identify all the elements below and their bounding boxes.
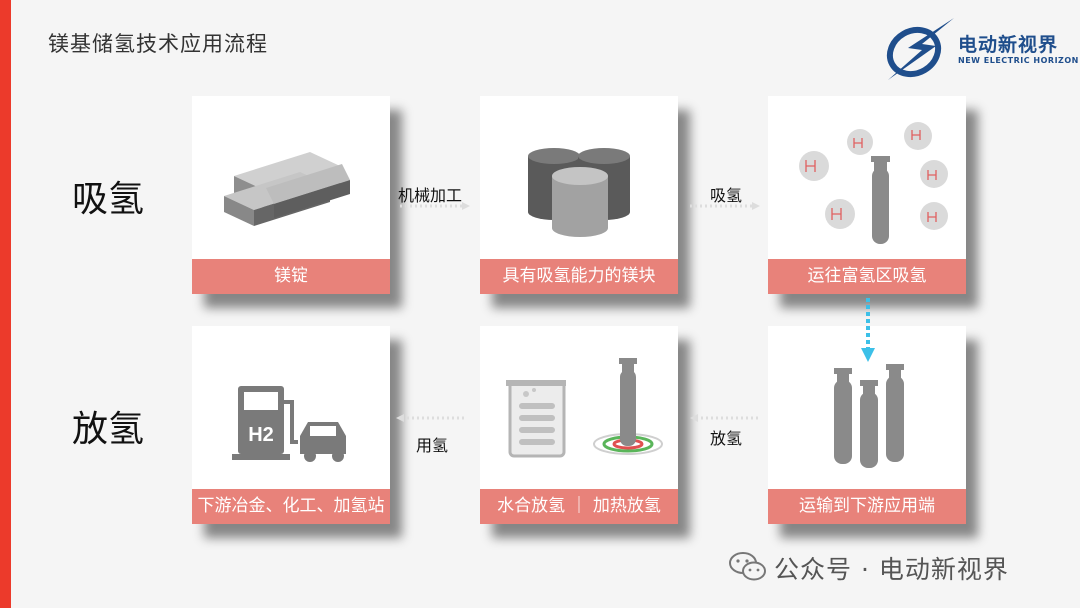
card-magnesium-ingot: 镁锭	[192, 96, 390, 294]
card-caption: 下游冶金、化工、加氢站	[192, 489, 390, 524]
card-downstream-applications: H2 下游冶金、化工、加氢站	[192, 326, 390, 524]
arrow-right-machining	[400, 202, 470, 210]
beaker-and-heated-cylinder-icon	[506, 358, 663, 458]
lightning-logo-icon	[886, 18, 954, 80]
hydrogen-molecules-icon	[799, 122, 948, 244]
card-caption: 运输到下游应用端	[768, 489, 966, 524]
arrow-right-absorb	[690, 202, 760, 210]
arrow-down-transport	[861, 298, 875, 362]
brand-logo: 电动新视界 NEW ELECTRIC HORIZON	[880, 14, 1078, 84]
left-accent-bar	[0, 0, 11, 608]
arrow-label-use: 用氢	[416, 436, 449, 455]
card-hydrolysis-heating: 水合放氢 ｜ 加热放氢	[480, 326, 678, 524]
row-label-absorb: 吸氢	[72, 179, 145, 220]
ingot-stack-icon	[224, 152, 350, 226]
arrow-label-machining: 机械加工	[398, 186, 463, 205]
card-caption: 运往富氢区吸氢	[768, 259, 966, 294]
watermark-text: 公众号 · 电动新视界	[774, 555, 1009, 584]
logo-chinese-name: 电动新视界	[958, 34, 1059, 56]
hydrogen-station-car-icon: H2	[232, 386, 346, 462]
logo-english-name: NEW ELECTRIC HORIZON	[958, 56, 1079, 65]
h2-label: H2	[248, 424, 274, 446]
cylinder-blocks-icon	[528, 148, 630, 237]
arrow-label-release: 放氢	[710, 429, 743, 448]
card-caption: 镁锭	[192, 259, 390, 294]
slide-title: 镁基储氢技术应用流程	[48, 32, 268, 56]
arrow-left-release	[690, 414, 760, 422]
card-caption: 具有吸氢能力的镁块	[480, 259, 678, 294]
arrow-label-absorb: 吸氢	[710, 186, 743, 205]
wechat-icon	[729, 552, 766, 581]
arrow-left-use	[396, 414, 466, 422]
card-caption: 水合放氢 ｜ 加热放氢	[480, 489, 678, 524]
card-hydrogen-rich-area: 运往富氢区吸氢	[768, 96, 966, 294]
row-label-release: 放氢	[72, 409, 145, 450]
gas-cylinders-icon	[834, 364, 904, 468]
card-magnesium-blocks: 具有吸氢能力的镁块	[480, 96, 678, 294]
